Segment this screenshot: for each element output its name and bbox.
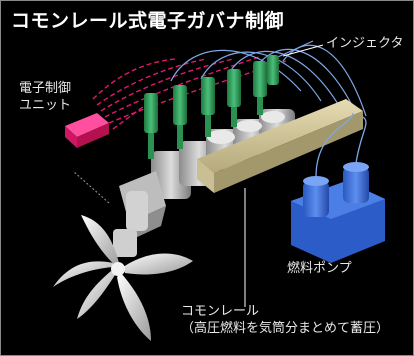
injector-3	[201, 77, 215, 137]
label-leaders	[244, 44, 324, 307]
injector-row	[144, 55, 279, 159]
common-rail-label-line2: （高圧燃料を気筒分まとめて蓄圧）	[181, 321, 390, 336]
injector-1	[144, 93, 158, 159]
injector-5	[253, 61, 267, 115]
fuel-pump-label: 燃料ポンプ	[287, 261, 352, 276]
injector-label: インジェクタ	[326, 36, 404, 51]
ecu-box	[65, 113, 109, 148]
ecu-wires	[92, 56, 287, 130]
common-rail-label: コモンレール （高圧燃料を気筒分まとめて蓄圧）	[181, 303, 389, 337]
fuel-lines	[315, 112, 367, 178]
injector-2	[173, 85, 187, 149]
ecu-label-line2: ユニット	[19, 98, 72, 113]
shaft-guide	[72, 170, 110, 204]
injector-6	[267, 55, 279, 85]
common-rail-label-line1: コモンレール	[181, 304, 260, 319]
injector-4	[227, 69, 241, 127]
common-rail	[197, 99, 363, 193]
cooling-fan	[53, 215, 193, 341]
fuel-pump	[291, 162, 385, 263]
ecu-label: 電子制御 ユニット	[19, 80, 71, 114]
ecu-label-line1: 電子制御	[19, 81, 72, 96]
injector-pipes	[170, 40, 367, 117]
diagram-title: コモンレール式電子ガバナ制御	[11, 10, 285, 32]
